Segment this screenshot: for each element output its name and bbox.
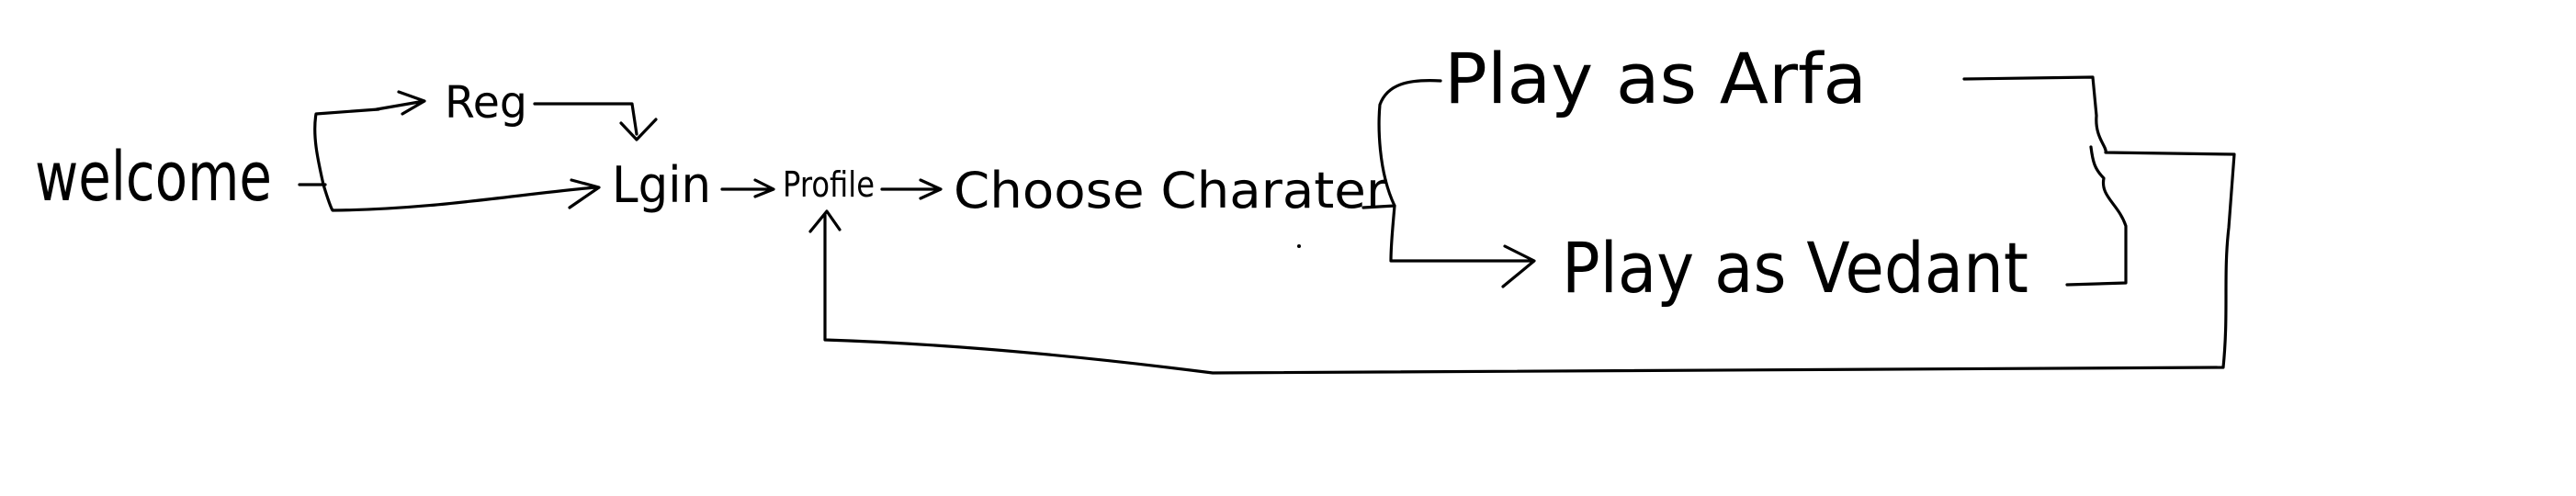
edge-login-to-profile — [720, 178, 775, 198]
node-play-as-arfa: Play as Arfa — [1444, 38, 1867, 119]
node-login: Lgin — [612, 156, 711, 214]
node-play-as-vedant: Play as Vedant — [1562, 227, 2028, 309]
node-profile: Profile — [783, 164, 875, 205]
node-reg: Reg — [445, 77, 527, 129]
edge-branch-to-vedant — [1389, 204, 1536, 288]
edge-choose-to-branch — [1361, 79, 1442, 209]
edge-arfa-to-loop — [808, 75, 2236, 375]
edge-reg-to-login — [533, 102, 658, 141]
edge-welcome-fork — [298, 107, 380, 186]
edge-vedant-to-loop — [2065, 145, 2128, 287]
node-choose-character: Choose Charater — [954, 162, 1388, 220]
edge-profile-to-choose — [880, 178, 943, 200]
edge-welcome-to-reg — [375, 90, 426, 116]
node-welcome: welcome — [35, 138, 272, 217]
edge-welcome-to-login — [322, 178, 601, 212]
stray-dot — [1297, 244, 1301, 248]
